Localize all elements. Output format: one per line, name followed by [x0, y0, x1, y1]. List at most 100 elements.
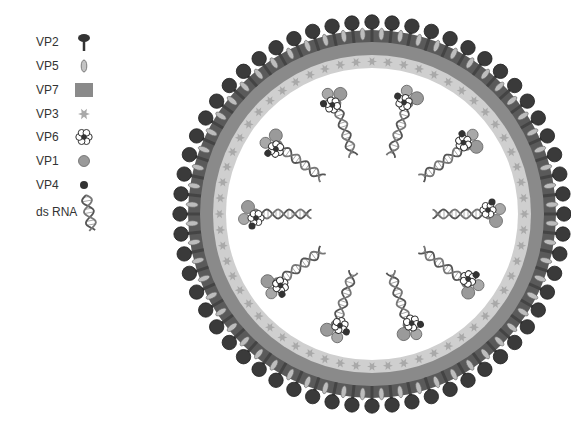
- vp3-star: [320, 65, 330, 74]
- vp7-icon: [75, 83, 93, 97]
- vp2-head: [507, 335, 521, 349]
- vp4-protein: [342, 327, 351, 336]
- vp3-layer: [213, 55, 531, 373]
- legend-label: VP4: [36, 178, 59, 192]
- vp2-base-ring: [188, 30, 556, 398]
- ds-rna: [418, 139, 473, 182]
- vp3-star: [351, 361, 361, 370]
- vp3-star: [367, 362, 377, 371]
- vp2-head: [177, 167, 191, 181]
- legend-label: VP1: [36, 154, 59, 168]
- vp6-center: [277, 281, 285, 289]
- transcription-complex: [378, 267, 428, 345]
- vp3-star: [383, 361, 393, 370]
- rna-strand: [271, 246, 326, 289]
- vp5-globule: [186, 202, 198, 208]
- vp2-head: [199, 111, 213, 125]
- vp3-star: [519, 194, 529, 203]
- vp3-star: [480, 108, 490, 117]
- vp3-star: [291, 78, 301, 87]
- transcription-complex: [433, 199, 506, 228]
- core-interior: [226, 68, 518, 360]
- legend-label: ds RNA: [36, 205, 77, 219]
- transcription-complex: [256, 239, 332, 305]
- vp3-star: [519, 226, 529, 235]
- rna-strand: [250, 210, 312, 219]
- vp2-head: [305, 24, 319, 38]
- vp4-protein: [319, 99, 328, 108]
- rna-rung: [428, 168, 433, 175]
- vp3-star: [305, 349, 315, 358]
- ds-rna: [271, 139, 326, 182]
- vp2-head: [405, 19, 419, 33]
- vp3-star: [335, 61, 345, 70]
- vp2-head: [520, 320, 534, 334]
- vp2-head: [287, 31, 301, 45]
- ds-rna: [386, 97, 414, 158]
- vp3-star: [399, 359, 409, 368]
- vp4-protein: [249, 223, 256, 230]
- vp3-icon: [78, 109, 90, 119]
- vp6-center: [329, 101, 336, 108]
- vp6-center: [464, 275, 472, 283]
- vp5-globule: [533, 145, 546, 154]
- vp5-globule: [449, 47, 459, 60]
- rna-rung: [428, 253, 433, 260]
- vp7-layer: [200, 42, 544, 386]
- vp2-head: [174, 187, 188, 201]
- ds-rna: [250, 210, 312, 219]
- vp2-head: [405, 395, 419, 409]
- rna-strand: [271, 246, 326, 289]
- vp3-star: [457, 86, 467, 95]
- vp2-head: [424, 389, 438, 403]
- vp5-globule: [432, 39, 441, 52]
- vp5-globule: [205, 127, 218, 137]
- vp2-head: [461, 41, 475, 55]
- vp4-protein: [393, 92, 402, 101]
- vp3-star: [277, 333, 287, 342]
- vp5-globule: [465, 57, 476, 70]
- vp2-head: [556, 187, 570, 201]
- transcription-complex: [413, 237, 489, 303]
- rna-strand: [330, 270, 358, 331]
- vp5-globule: [285, 47, 295, 60]
- vp2-head: [209, 94, 223, 108]
- ds-rna: [418, 246, 473, 289]
- vp5-globule: [253, 348, 265, 361]
- rna-rung: [300, 210, 301, 219]
- vp3-star: [235, 133, 245, 142]
- vp5-globule: [493, 335, 505, 347]
- vp5-globule: [321, 34, 329, 47]
- legend-label: VP2: [36, 35, 59, 49]
- vp3-star: [254, 108, 264, 117]
- vp3-star: [305, 70, 315, 79]
- vp5-globule: [480, 68, 492, 81]
- vp6-center: [81, 134, 87, 140]
- rna-rung: [268, 210, 269, 219]
- vp3-star: [414, 355, 424, 364]
- vp5-globule: [186, 220, 198, 226]
- vp2-head: [557, 207, 571, 221]
- vp2-head: [531, 111, 545, 125]
- vp2-head: [345, 398, 359, 412]
- vp2-head: [547, 147, 561, 161]
- vp5-globule: [239, 335, 251, 347]
- vp3-star: [490, 299, 500, 308]
- vp3-star: [215, 226, 225, 235]
- vp3-star: [414, 65, 424, 74]
- ds-rna: [330, 270, 358, 331]
- vp6-center: [460, 139, 468, 147]
- vp2-head: [553, 167, 567, 181]
- vp6-center: [253, 215, 259, 221]
- vp3-star: [399, 61, 409, 70]
- vp3-star: [254, 312, 264, 321]
- vp2-head: [443, 31, 457, 45]
- vp5-globule: [480, 348, 492, 361]
- vp5-globule: [526, 291, 539, 301]
- vp5-globule: [303, 375, 312, 388]
- vp3-star: [499, 133, 509, 142]
- vp5-globule: [517, 307, 530, 318]
- vp5-globule: [526, 127, 539, 137]
- vp2-head: [236, 349, 250, 363]
